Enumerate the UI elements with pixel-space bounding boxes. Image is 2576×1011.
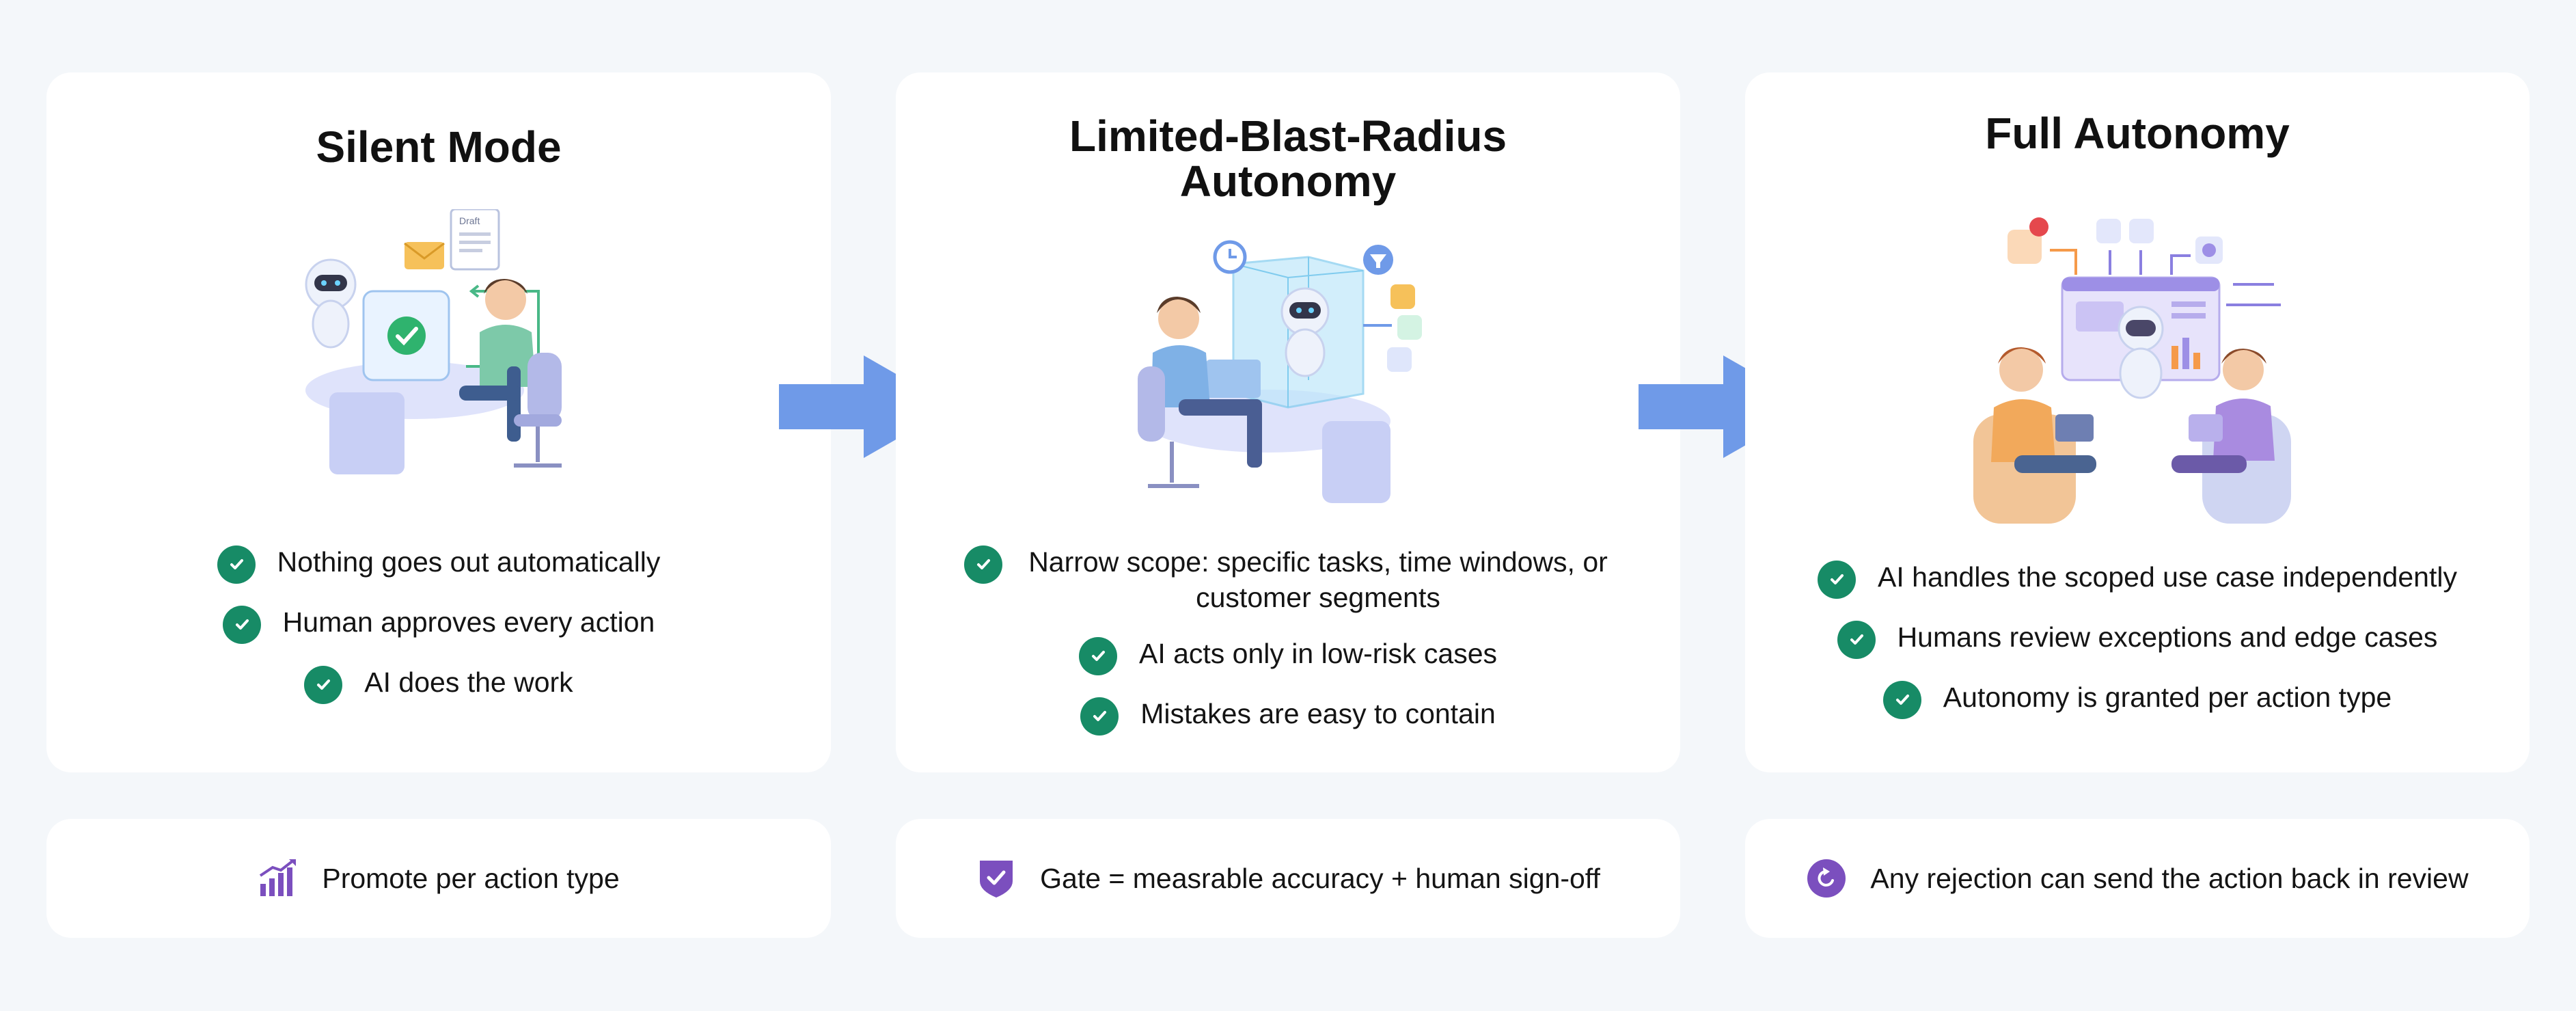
footer-text: Promote per action type (322, 862, 620, 894)
footer-text: Gate = measrable accuracy + human sign-o… (1040, 862, 1600, 894)
robot-in-glass-box-with-person-icon (1138, 237, 1438, 524)
bullet-item: Narrow scope: specific tasks, time windo… (896, 544, 1680, 615)
bullet-text: AI does the work (364, 666, 573, 698)
check-circle-icon (304, 666, 343, 704)
check-circle-icon (222, 606, 261, 644)
stage-title: Silent Mode (46, 124, 831, 170)
bullet-item: Human approves every action (46, 604, 831, 644)
bullet-text: AI acts only in low-risk cases (1138, 638, 1498, 669)
bullet-list: Narrow scope: specific tasks, time windo… (896, 544, 1680, 756)
stage-card-silent-mode: Silent Mode Draft (46, 72, 831, 772)
bullet-list: Nothing goes out automatically Human app… (46, 544, 831, 725)
bullet-list: AI handles the scoped use case independe… (1745, 559, 2530, 740)
stage-title-line: Autonomy (1179, 157, 1397, 206)
stage-title: Limited-Blast-Radius Autonomy (896, 113, 1680, 204)
arrow-right-icon (1639, 355, 1813, 458)
stage-title-line: Silent Mode (316, 122, 562, 172)
bullet-text: AI handles the scoped use case independe… (1878, 561, 2457, 593)
check-circle-icon (1882, 681, 1921, 719)
shield-check-icon (976, 858, 1017, 899)
draft-label: Draft (459, 215, 480, 226)
bullet-item: Autonomy is granted per action type (1745, 679, 2530, 719)
stage-title-line: Limited-Blast-Radius (1069, 111, 1507, 161)
footer-card-gate: Gate = measrable accuracy + human sign-o… (896, 819, 1680, 938)
check-circle-icon (217, 545, 256, 584)
stage-card-limited-autonomy: Limited-Blast-Radius Autonomy (896, 72, 1680, 772)
bullet-item: Nothing goes out automatically (46, 544, 831, 584)
footer-card-promote: Promote per action type (46, 819, 831, 938)
bullet-text: Autonomy is granted per action type (1943, 682, 2392, 713)
check-circle-icon (1080, 697, 1119, 736)
bullet-item: AI handles the scoped use case independe… (1745, 559, 2530, 599)
stage-card-full-autonomy: Full Autonomy (1745, 72, 2530, 772)
bullet-text: Human approves every action (282, 606, 655, 638)
check-circle-icon (1818, 561, 1856, 599)
bar-chart-growth-icon (258, 858, 299, 899)
stage-title-line: Full Autonomy (1985, 109, 2290, 158)
arrow-right-icon (779, 355, 953, 458)
bullet-item: Mistakes are easy to contain (896, 696, 1680, 736)
stage-title: Full Autonomy (1745, 111, 2530, 156)
rotate-back-icon (1806, 858, 1847, 899)
check-circle-icon (1078, 637, 1117, 675)
bullet-item: AI does the work (46, 664, 831, 704)
check-circle-icon (1837, 621, 1876, 659)
footer-text: Any rejection can send the action back i… (1870, 862, 2469, 894)
bullet-item: Humans review exceptions and edge cases (1745, 619, 2530, 659)
bullet-text: Humans review exceptions and edge cases (1897, 621, 2438, 653)
check-circle-icon (964, 545, 1002, 584)
robot-with-dashboard-and-two-people-icon (1973, 209, 2301, 537)
bullet-text: Narrow scope: specific tasks, time windo… (1028, 546, 1608, 613)
person-at-desk-with-robot-drafting-email-icon: Draft (302, 209, 575, 496)
bullet-item: AI acts only in low-risk cases (896, 636, 1680, 675)
bullet-text: Mistakes are easy to contain (1140, 698, 1496, 729)
footer-card-rejection: Any rejection can send the action back i… (1745, 819, 2530, 938)
bullet-text: Nothing goes out automatically (277, 546, 661, 578)
